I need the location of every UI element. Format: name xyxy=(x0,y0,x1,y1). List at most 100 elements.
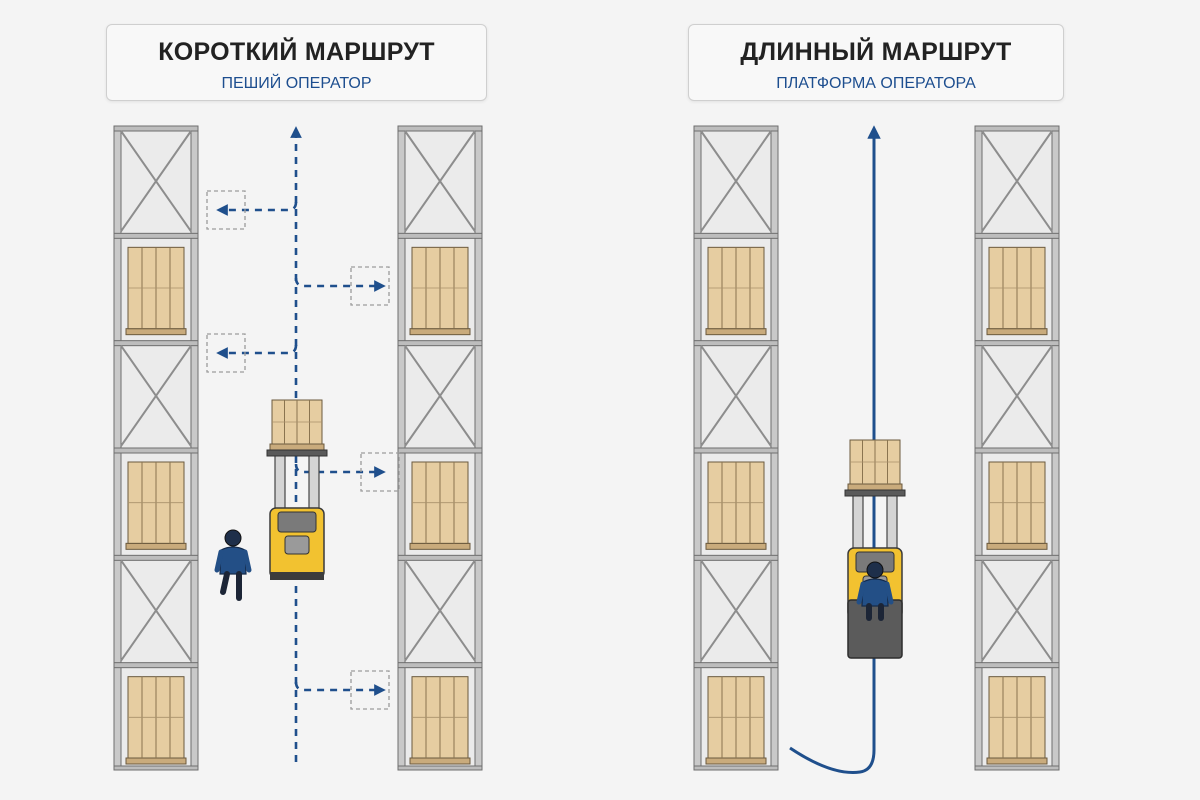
long-route-line xyxy=(789,125,881,774)
pallet-base xyxy=(409,328,471,336)
control-panel xyxy=(277,511,317,533)
pick-route-branch xyxy=(216,201,298,216)
pick-location-box xyxy=(350,670,390,710)
pallet-base xyxy=(705,757,767,765)
rack-brace xyxy=(981,130,1053,232)
pallet-load xyxy=(409,461,471,550)
pallet-base xyxy=(705,328,767,336)
rack-beam xyxy=(113,125,199,132)
rack-beam xyxy=(397,662,483,669)
rack-beam xyxy=(693,765,779,771)
panel-subtitle: ПЕШИЙ ОПЕРАТОР xyxy=(221,75,372,92)
rack-beam xyxy=(693,340,779,347)
fork-left xyxy=(852,491,864,551)
walking-operator-icon xyxy=(214,529,252,601)
pick-route-branch xyxy=(294,463,386,478)
rack-beam xyxy=(693,125,779,132)
seat xyxy=(284,535,310,555)
rack-beam xyxy=(397,447,483,454)
pallet-load xyxy=(986,461,1048,550)
rack-brace xyxy=(981,345,1053,447)
pallet-base xyxy=(409,757,471,765)
pallet-base xyxy=(269,443,325,451)
rack-beam xyxy=(113,340,199,347)
rack-beam xyxy=(693,447,779,454)
rack-beam xyxy=(113,662,199,669)
rack-beam xyxy=(693,554,779,561)
pallet-load xyxy=(409,676,471,765)
operator-head xyxy=(866,561,884,579)
rack-beam xyxy=(693,662,779,669)
mast-bar xyxy=(266,449,328,457)
panel-subtitle: ПЛАТФОРМА ОПЕРАТОРА xyxy=(776,75,976,92)
rack-beam xyxy=(113,554,199,561)
rack-beam xyxy=(397,340,483,347)
rack-beam xyxy=(397,125,483,132)
mast-bar xyxy=(844,489,906,497)
title-box-long-route: ДЛИННЫЙ МАРШРУТ ПЛАТФОРМА ОПЕРАТОРА xyxy=(688,24,1064,101)
pallet-base xyxy=(125,757,187,765)
fork-right xyxy=(308,451,320,511)
rack-brace xyxy=(120,559,192,662)
rack-brace xyxy=(404,559,476,662)
operator-arm xyxy=(884,581,894,605)
fork-left xyxy=(274,451,286,511)
operator-head xyxy=(224,529,242,547)
rack-brace xyxy=(120,345,192,447)
pick-location-box xyxy=(350,266,390,306)
pick-location-box xyxy=(360,452,400,492)
pallet-base xyxy=(986,328,1048,336)
rack-brace xyxy=(404,345,476,447)
pallet-load xyxy=(705,461,767,550)
operator-leg xyxy=(220,571,230,595)
pallet-base xyxy=(986,757,1048,765)
pallet-base xyxy=(705,542,767,550)
rack-beam xyxy=(974,662,1060,669)
rack-beam xyxy=(974,447,1060,454)
pallet-base xyxy=(847,483,903,491)
pallet-load xyxy=(986,676,1048,765)
pallet-load xyxy=(847,439,903,491)
pallet-base xyxy=(125,542,187,550)
rack-beam xyxy=(397,554,483,561)
rack-brace xyxy=(700,130,772,232)
operator-arm xyxy=(856,581,866,605)
pallet-load xyxy=(269,399,325,451)
rack-brace xyxy=(404,130,476,232)
pallet-load xyxy=(125,246,187,336)
pallet-base xyxy=(125,328,187,336)
pick-route-branch xyxy=(294,681,386,696)
rack-beam xyxy=(113,765,199,771)
panel-title: ДЛИННЫЙ МАРШРУТ xyxy=(740,38,1012,66)
pick-route-branch xyxy=(294,277,386,292)
pallet-base xyxy=(986,542,1048,550)
storage-rack xyxy=(974,125,1060,771)
pallet-load xyxy=(705,246,767,336)
rack-beam xyxy=(974,340,1060,347)
pallet-load xyxy=(705,676,767,765)
rack-brace xyxy=(981,559,1053,662)
forklift-icon xyxy=(266,399,328,580)
rack-beam xyxy=(397,765,483,771)
title-box-short-route: КОРОТКИЙ МАРШРУТ ПЕШИЙ ОПЕРАТОР xyxy=(106,24,487,101)
rack-beam xyxy=(693,232,779,239)
truck-bumper xyxy=(270,572,324,580)
rack-brace xyxy=(700,559,772,662)
vehicle-group xyxy=(214,399,906,659)
fork-right xyxy=(886,491,898,551)
platform-operator-icon xyxy=(856,561,894,621)
pallet-load xyxy=(125,676,187,765)
pallet-base xyxy=(409,542,471,550)
rack-beam xyxy=(113,232,199,239)
pick-location-box xyxy=(206,333,246,373)
rack-beam xyxy=(974,554,1060,561)
pallet-load xyxy=(986,246,1048,336)
forklift-icon xyxy=(844,439,906,659)
pick-route-branch xyxy=(216,344,298,359)
pick-location-box xyxy=(206,190,246,230)
pallet-load xyxy=(409,246,471,336)
storage-rack xyxy=(397,125,483,771)
storage-rack xyxy=(693,125,779,771)
operator-arm xyxy=(242,549,252,573)
